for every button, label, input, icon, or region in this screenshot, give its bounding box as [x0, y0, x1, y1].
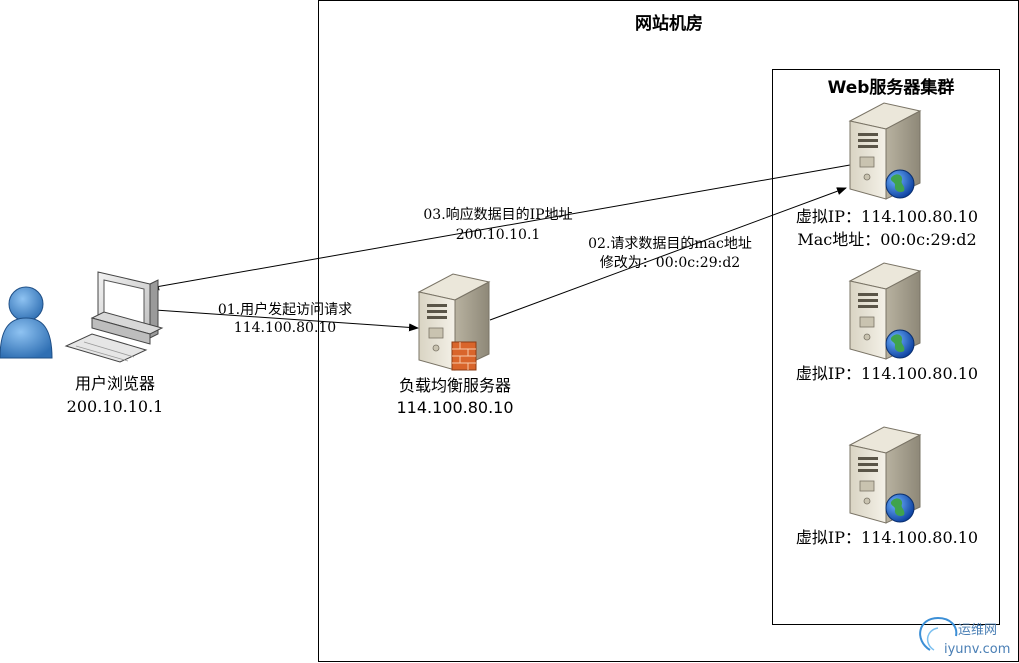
globe-icon	[885, 329, 915, 359]
datacenter-title: 网站机房	[635, 13, 703, 34]
firewall-icon	[451, 341, 477, 371]
globe-icon	[885, 169, 915, 199]
user-ip: 200.10.10.1	[67, 397, 164, 416]
step-02-title: 02.请求数据目的mac地址	[588, 236, 752, 252]
arrow-forward	[489, 187, 847, 321]
arrow-request	[154, 309, 419, 332]
web-server-1-mac: Mac地址：00:0c:29:d2	[797, 230, 976, 249]
step-03-value: 200.10.10.1	[456, 227, 541, 243]
arrow-response	[149, 164, 851, 291]
web-server-3-vip: 虚拟IP：114.100.80.10	[796, 528, 978, 547]
user-name: 用户浏览器	[75, 374, 155, 393]
user-icon	[0, 286, 53, 359]
step-01-title: 01.用户发起访问请求	[218, 301, 352, 318]
load-balancer-name: 负载均衡服务器	[399, 376, 511, 395]
step-03-title: 03.响应数据目的IP地址	[423, 206, 572, 223]
computer-icon	[64, 271, 164, 363]
step-01-value: 114.100.80.10	[234, 320, 336, 336]
load-balancer-ip: 114.100.80.10	[396, 398, 513, 417]
step-label-03: 03.响应数据目的IP地址 200.10.10.1	[423, 206, 572, 243]
step-label-02: 02.请求数据目的mac地址 修改为：00:0c:29:d2	[588, 236, 752, 271]
step-label-01: 01.用户发起访问请求 114.100.80.10	[218, 301, 352, 336]
cluster-box	[772, 69, 1000, 625]
watermark-logo	[919, 616, 958, 651]
watermark-url: iyunv.com	[944, 642, 1010, 657]
web-server-2-vip: 虚拟IP：114.100.80.10	[796, 364, 978, 383]
step-02-value: 修改为：00:0c:29:d2	[600, 255, 740, 271]
watermark-text: 运维网	[958, 623, 997, 638]
globe-icon	[885, 493, 915, 523]
web-server-1-vip: 虚拟IP：114.100.80.10	[796, 207, 978, 226]
cluster-title: Web服务器集群	[828, 77, 955, 98]
